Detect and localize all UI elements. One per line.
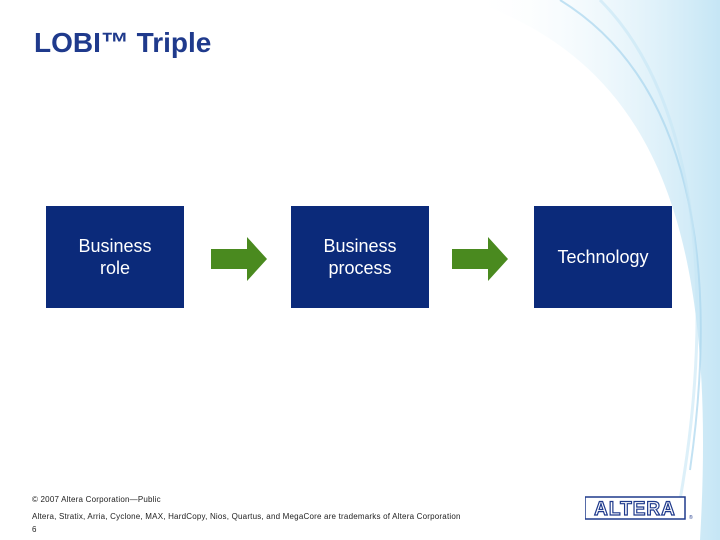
svg-text:®: ® (689, 514, 693, 521)
right-arrow-icon (211, 237, 267, 281)
copyright-text: © 2007 Altera Corporation—Public (32, 495, 161, 504)
step-label: Business process (323, 236, 397, 278)
step-box-business-process: Business process (291, 206, 429, 308)
altera-logo: ALTERA ® (585, 496, 693, 521)
svg-text:ALTERA: ALTERA (594, 499, 676, 520)
right-arrow-icon (452, 237, 508, 281)
page-title: LOBI™ Triple (34, 27, 212, 58)
step-label: Business role (78, 236, 152, 278)
trademark-text: Altera, Stratix, Arria, Cyclone, MAX, Ha… (32, 512, 461, 521)
step-label: Technology (557, 247, 649, 267)
step-box-technology: Technology (534, 206, 672, 308)
page-number: 6 (32, 525, 37, 534)
step-box-business-role: Business role (46, 206, 184, 308)
